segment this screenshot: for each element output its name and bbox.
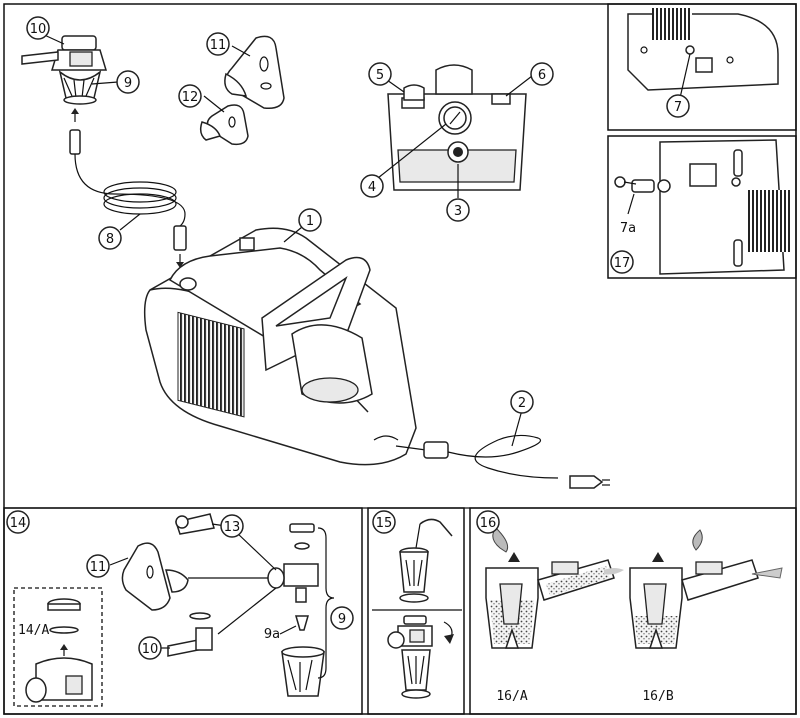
tube-part-8 — [69, 108, 187, 268]
child-mask-part-12 — [199, 104, 249, 146]
callout-17: 17 — [614, 256, 631, 271]
power-cord-part-2 — [395, 434, 610, 489]
callout-7a: 7a — [620, 221, 636, 236]
callout-3: 3 — [454, 204, 462, 219]
panel-14-callout-13: 13 — [224, 520, 241, 535]
callout-12: 12 — [182, 90, 199, 105]
panel-15-number: 15 — [376, 516, 393, 531]
callout-11: 11 — [210, 38, 227, 53]
panel-14-assembly — [121, 513, 335, 697]
panel-14-frame — [3, 507, 363, 715]
panel-16-frame — [469, 507, 797, 715]
panel-7-frame — [607, 3, 797, 131]
callout-6: 6 — [538, 68, 546, 83]
nebulizer-cup-part-9-10 — [21, 35, 108, 105]
callout-5: 5 — [376, 68, 384, 83]
inset-14a-label: 14/A — [18, 623, 49, 638]
callout-2: 2 — [518, 396, 526, 411]
compressor-body-part-1 — [143, 227, 417, 466]
callout-4: 4 — [368, 180, 376, 195]
panel-14-number: 14 — [10, 516, 27, 531]
panel-16-number: 16 — [480, 516, 497, 531]
panel-15-frame — [367, 507, 465, 715]
callout-9: 9 — [124, 76, 132, 91]
panel-16-airflow — [485, 527, 783, 649]
panel-14-callout-9a: 9a — [264, 627, 280, 642]
panel-16a-label: 16/A — [496, 689, 527, 704]
panel-16b-label: 16/B — [642, 689, 673, 704]
callout-10: 10 — [30, 22, 47, 37]
panel-15-steps — [372, 518, 462, 699]
panel-14-callout-10: 10 — [142, 642, 159, 657]
compressor-front-view — [387, 64, 527, 191]
panel-14-callout-11: 11 — [90, 560, 107, 575]
screw-detail-panel-17 — [614, 139, 790, 275]
callout-1: 1 — [306, 214, 314, 229]
panel-17-frame — [607, 135, 797, 279]
inset-14a — [13, 587, 103, 707]
callout-7: 7 — [674, 100, 682, 115]
callout-8: 8 — [106, 232, 114, 247]
callouts — [6, 16, 690, 660]
compressor-bottom-view — [627, 8, 779, 91]
panel-14-callout-9: 9 — [338, 612, 346, 627]
adult-mask-part-11 — [224, 35, 285, 110]
